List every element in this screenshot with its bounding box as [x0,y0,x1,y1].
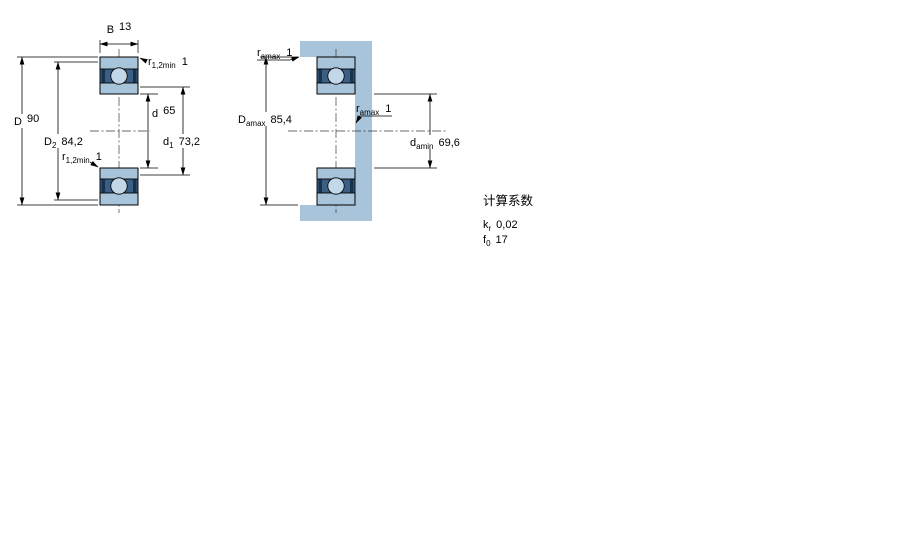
label-bg [408,135,466,149]
bearing-section-bottom [316,167,356,206]
bearing-section-top [316,56,356,95]
label-bg [161,134,206,148]
bearing-section-bottom [99,167,139,206]
factors-heading: 计算系数 [483,193,534,208]
label-bg [12,114,44,128]
label-bg [42,134,82,148]
bearing-section-top [99,56,139,95]
label-bg [236,112,298,126]
